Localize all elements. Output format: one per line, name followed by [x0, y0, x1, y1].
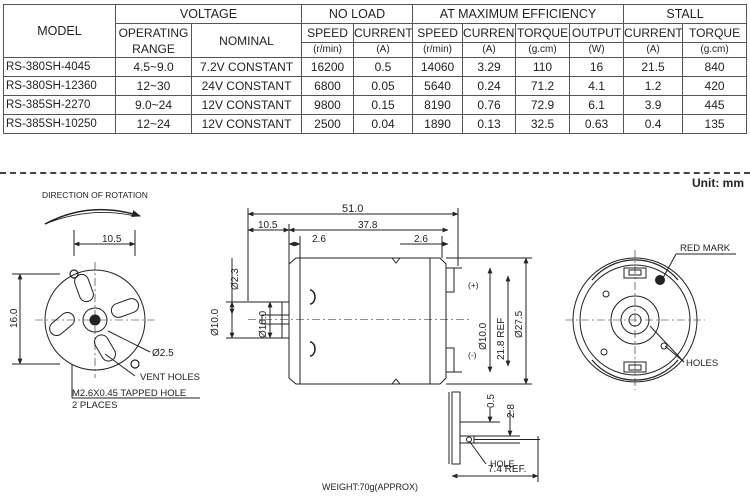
dim-16: 16.0: [9, 308, 20, 328]
unit-st-torque: (g.cm): [682, 42, 748, 58]
dim-7-4-ref: 7.4 REF.: [488, 464, 526, 475]
unit-label: Unit: mm: [692, 176, 744, 190]
table-row: RS-385SH-2270 9.0~24 12V CONSTANT 9800 0…: [3, 95, 748, 115]
dim-phi2-3: Ø2.3: [230, 268, 241, 290]
header-me-current: CURRENT: [462, 23, 517, 43]
dim-51: 51.0: [342, 203, 363, 215]
unit-st-current: (A): [623, 42, 684, 58]
header-max-efficiency: AT MAXIMUM EFFICIENCY: [412, 4, 625, 24]
front-end-view: DIRECTION OF ROTATION 10.5 16.0 Ø2.5 VEN: [9, 190, 200, 411]
hole-label: HOLE: [490, 459, 515, 469]
unit-me-torque: (g.cm): [515, 42, 571, 58]
direction-label: DIRECTION OF ROTATION: [42, 190, 148, 200]
dim-phi10-inner: Ø10.0: [258, 310, 269, 338]
spec-table: MODEL VOLTAGE NO LOAD AT MAXIMUM EFFICIE…: [3, 4, 748, 134]
rotation-arrow-icon: [44, 208, 141, 225]
header-nl-speed: SPEED: [301, 23, 355, 43]
holes-label: HOLES: [686, 358, 718, 369]
rear-end-view: RED MARK HOLES: [565, 243, 736, 390]
unit-me-speed: (r/min): [412, 42, 464, 58]
dim-phi27-5: Ø27.5: [514, 310, 525, 338]
section-divider: [0, 172, 750, 174]
side-view: 51.0 10.5 37.8 2.6 2.6 (+) (-): [210, 203, 532, 385]
motor-drawing: DIRECTION OF ROTATION 10.5 16.0 Ø2.5 VEN: [9, 190, 736, 482]
dim-2-6-right: 2.6: [414, 234, 428, 245]
red-mark-label: RED MARK: [680, 243, 731, 254]
dim-2-8: 2.8: [506, 404, 517, 418]
unit-nl-current: (A): [353, 42, 414, 58]
header-me-output: OUTPUT: [569, 23, 625, 43]
dim-10-5: 10.5: [102, 234, 122, 245]
dim-10-5-side: 10.5: [258, 220, 278, 231]
unit-nl-speed: (r/min): [301, 42, 355, 58]
dim-2-6-left: 2.6: [312, 234, 326, 245]
header-st-torque: TORQUE: [682, 23, 748, 43]
terminal-detail: 0.5 2.8 HOLE 7.4 REF.: [448, 391, 540, 482]
dim-phi10-right: Ø10.0: [478, 322, 489, 350]
header-model: MODEL: [3, 4, 116, 58]
header-nl-current: CURRENT: [353, 23, 414, 43]
vent-holes-label: VENT HOLES: [140, 372, 200, 383]
header-nominal: NOMINAL: [190, 23, 303, 58]
red-mark-icon: [655, 275, 665, 285]
tapped-places-label: 2 PLACES: [72, 400, 117, 411]
header-voltage: VOLTAGE: [114, 4, 303, 24]
header-st-current: CURRENT: [623, 23, 684, 43]
unit-me-output: (W): [569, 42, 625, 58]
dim-phi10-left: Ø10.0: [210, 308, 221, 336]
table-row: RS-380SH-12360 12~30 24V CONSTANT 6800 0…: [3, 76, 748, 96]
dim-0-5: 0.5: [486, 394, 497, 408]
weight-label: WEIGHT:70g(APPROX): [322, 482, 419, 492]
header-operating-range: OPERATING RANGE: [115, 23, 192, 58]
terminal-plus: (+): [468, 280, 479, 290]
table-row: RS-380SH-4045 4.5~9.0 7.2V CONSTANT 1620…: [3, 57, 748, 77]
dim-phi2-5: Ø2.5: [152, 348, 174, 359]
header-me-torque: TORQUE: [515, 23, 571, 43]
table-row: RS-385SH-10250 12~24 12V CONSTANT 2500 0…: [3, 114, 748, 134]
unit-me-current: (A): [462, 42, 517, 58]
terminal-minus: (-): [468, 350, 477, 360]
tapped-hole-label: M2.6X0.45 TAPPED HOLE: [72, 388, 186, 399]
header-no-load: NO LOAD: [301, 4, 414, 24]
header-me-speed: SPEED: [412, 23, 464, 43]
dim-21-8-ref: 21.8 REF: [496, 318, 507, 360]
header-stall: STALL: [623, 4, 748, 24]
dim-37-8: 37.8: [358, 220, 378, 231]
